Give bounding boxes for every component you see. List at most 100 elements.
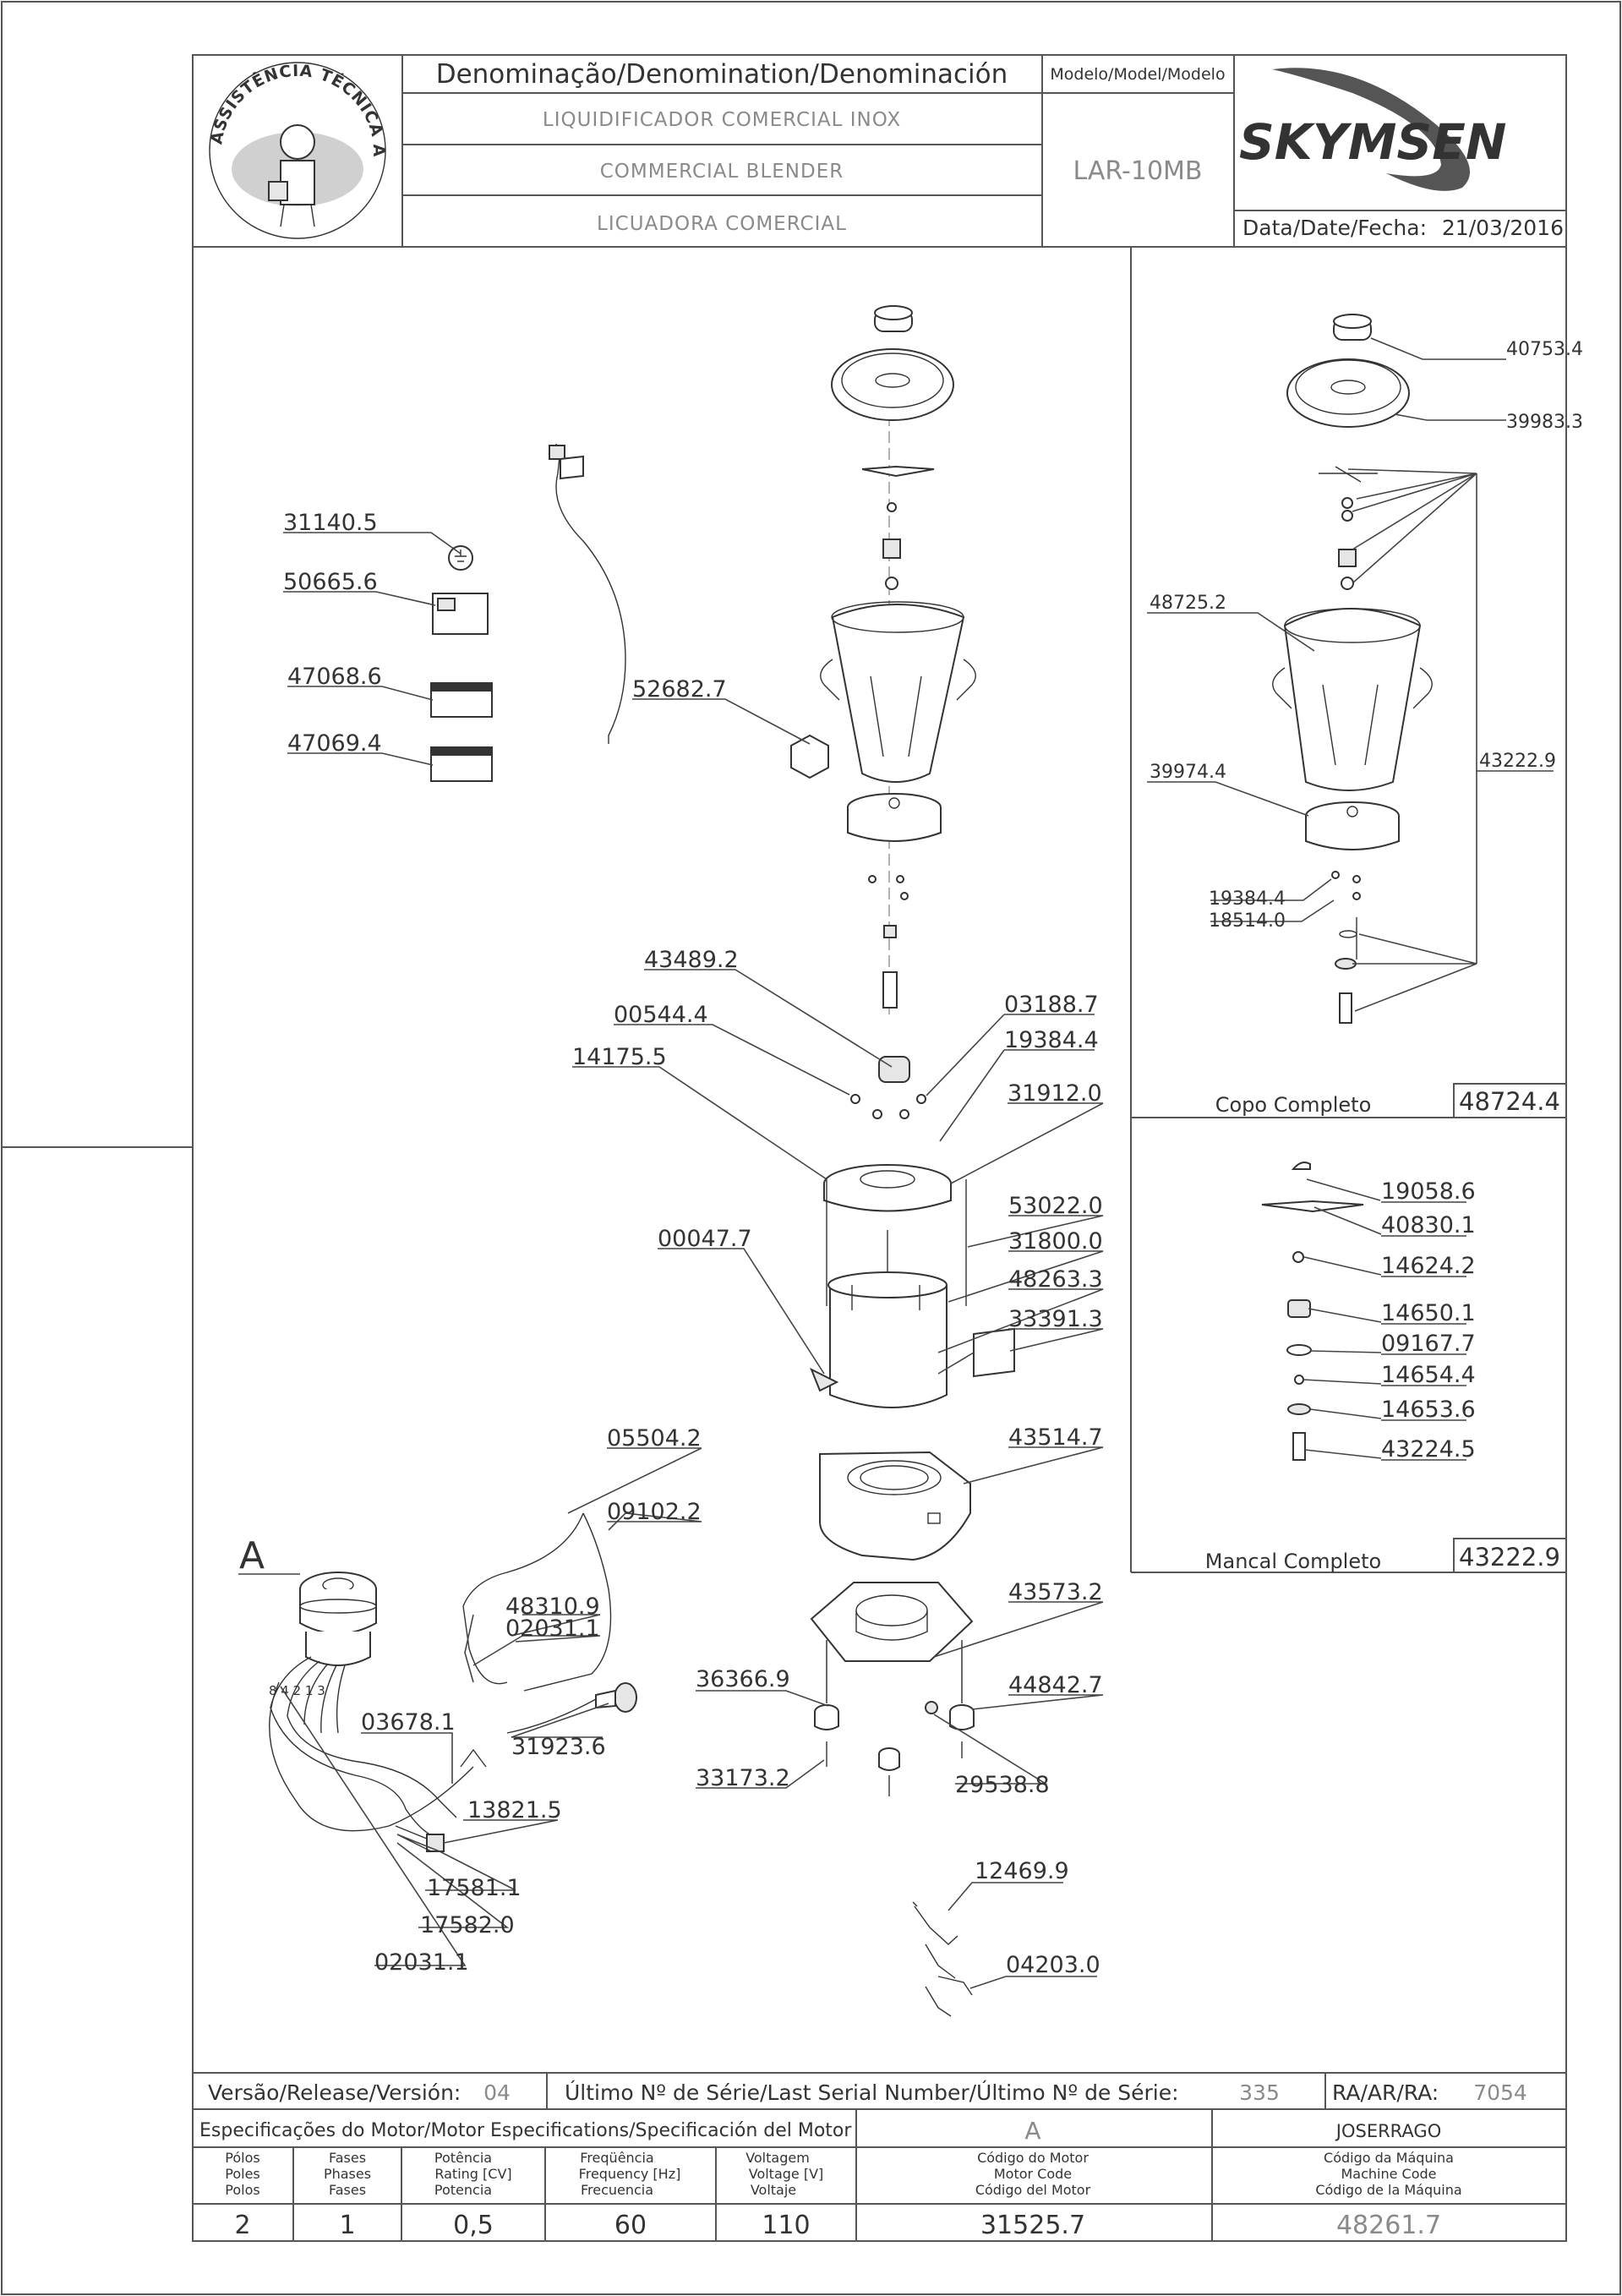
callout-48310: 48310.9 — [505, 1594, 600, 1620]
callout-31800: 31800.0 — [1008, 1228, 1103, 1255]
stamp-text: ASSISTÊNCIA TÉCNICA AUTORIZADA — [0, 0, 387, 157]
machine-code-header-en: Machine Code — [1341, 2166, 1436, 2182]
poles-header-es: Polos — [225, 2182, 259, 2198]
callout-36366: 36366.9 — [696, 1666, 790, 1692]
callout-14650: 14650.1 — [1381, 1300, 1476, 1326]
name-pt: LIQUIDIFICADOR COMERCIAL INOX — [543, 109, 901, 131]
callout-19058: 19058.6 — [1381, 1178, 1476, 1205]
callout-47069: 47069.4 — [287, 730, 382, 757]
callout-14654: 14654.4 — [1381, 1362, 1476, 1388]
freq-header-en: Frequency [Hz] — [579, 2166, 681, 2182]
callout-03188: 03188.7 — [1004, 992, 1099, 1018]
callout-17582: 17582.0 — [420, 1912, 515, 1938]
voltage-header-pt: Voltagem — [745, 2150, 810, 2166]
phases-header-pt: Fases — [329, 2150, 366, 2166]
brand-logo: SKYMSEN — [1239, 68, 1506, 191]
authorized-service-stamp: ASSISTÊNCIA TÉCNICA AUTORIZADA — [0, 0, 388, 239]
phases-header-en: Phases — [324, 2166, 371, 2182]
callout-31912: 31912.0 — [1008, 1080, 1102, 1107]
callout-44842: 44842.7 — [1008, 1672, 1103, 1698]
denomination-label: Denominação/Denomination/Denominación — [436, 59, 1008, 90]
voltage-header-en: Voltage [V] — [749, 2166, 824, 2182]
callout-13821: 13821.5 — [467, 1797, 562, 1823]
callout-03678: 03678.1 — [361, 1709, 456, 1736]
callout-05504: 05504.2 — [607, 1425, 702, 1451]
poles-header-en: Poles — [225, 2166, 260, 2182]
poles-value: 2 — [234, 2211, 250, 2240]
serial-label: Último Nº de Série/Last Serial Number/Úl… — [565, 2080, 1179, 2105]
callout-48725: 48725.2 — [1150, 593, 1226, 614]
callout-48263: 48263.3 — [1008, 1266, 1103, 1293]
drawing-frame — [192, 54, 1567, 2242]
footer-table: Versão/Release/Versión: 04 Último Nº de … — [193, 2072, 1566, 2241]
voltage-header-es: Voltaje — [751, 2182, 796, 2198]
callout-47068: 47068.6 — [287, 664, 382, 690]
title-block: ASSISTÊNCIA TÉCNICA AUTORIZADA Denominaç… — [0, 0, 1566, 248]
callout-02031-a: 02031.1 — [505, 1615, 600, 1642]
copo-completo-panel: Copo Completo 48724.4 40 — [1130, 247, 1583, 1572]
motor-code-value: 31525.7 — [980, 2211, 1085, 2240]
mancal-title: Mancal Completo — [1205, 1550, 1381, 1573]
callout-04203: 04203.0 — [1006, 1952, 1100, 1978]
callout-43573: 43573.2 — [1008, 1579, 1103, 1605]
name-es: LICUADORA COMERCIAL — [597, 213, 847, 235]
svg-text:ASSISTÊNCIA TÉCNICA AUTORIZADA: ASSISTÊNCIA TÉCNICA AUTORIZADA — [0, 0, 388, 157]
power-header-pt: Potência — [434, 2150, 492, 2166]
callout-29538: 29538.8 — [955, 1772, 1050, 1798]
name-en: COMMERCIAL BLENDER — [600, 161, 844, 183]
power-header-es: Potencia — [434, 2182, 492, 2198]
callout-33173: 33173.2 — [696, 1765, 790, 1791]
callout-52682: 52682.7 — [632, 676, 727, 702]
copo-title: Copo Completo — [1215, 1093, 1372, 1117]
date-label: Data/Date/Fecha: — [1242, 216, 1427, 240]
serial-value: 335 — [1239, 2080, 1280, 2105]
motor-spec-label: Especificações do Motor/Motor Especifica… — [199, 2120, 852, 2141]
callout-19384-copo: 19384.4 — [1209, 888, 1286, 910]
version-value: 04 — [483, 2080, 511, 2105]
callout-39974: 39974.4 — [1150, 762, 1226, 783]
callout-14175: 14175.5 — [572, 1044, 667, 1070]
phases-header-es: Fases — [329, 2182, 366, 2198]
power-value: 0,5 — [453, 2211, 494, 2240]
callout-14653: 14653.6 — [1381, 1397, 1476, 1423]
power-header-en: Rating [CV] — [434, 2166, 511, 2182]
machine-code-value: 48261.7 — [1336, 2211, 1441, 2240]
brand-name: SKYMSEN — [1239, 113, 1506, 171]
motor-code-header-es: Código del Motor — [975, 2182, 1091, 2198]
wire-numbers: 8 4 2 1 3 — [269, 1683, 325, 1698]
callout-00047: 00047.7 — [658, 1226, 752, 1252]
callout-39983: 39983.3 — [1506, 412, 1583, 433]
callout-14624: 14624.2 — [1381, 1253, 1476, 1279]
frequency-value: 60 — [614, 2211, 647, 2240]
callout-31923: 31923.6 — [511, 1734, 606, 1760]
callout-12469: 12469.9 — [975, 1858, 1069, 1884]
machine-code-header-pt: Código da Máquina — [1324, 2150, 1454, 2166]
machine-code-header-es: Código de la Máquina — [1315, 2182, 1461, 2198]
callout-17581: 17581.1 — [427, 1875, 522, 1901]
model-label: Modelo/Model/Modelo — [1050, 65, 1225, 84]
main-exploded-view: A 8 4 2 1 3 — [238, 305, 1104, 2017]
callout-43224: 43224.5 — [1381, 1436, 1476, 1462]
callout-00544: 00544.4 — [614, 1002, 708, 1028]
phases-value: 1 — [339, 2211, 355, 2240]
callout-43514: 43514.7 — [1008, 1424, 1103, 1451]
version-label: Versão/Release/Versión: — [208, 2080, 461, 2105]
callout-09102: 09102.2 — [607, 1499, 702, 1525]
callout-18514: 18514.0 — [1209, 910, 1286, 932]
callout-40753: 40753.4 — [1506, 339, 1583, 360]
mancal-completo-panel: Mancal Completo 43222.9 19058.6 40830.1 … — [1131, 1162, 1567, 1573]
model-value: LAR-10MB — [1073, 156, 1202, 186]
mancal-code: 43222.9 — [1459, 1543, 1560, 1572]
date-value: 21/03/2016 — [1442, 216, 1564, 240]
freq-header-pt: Freqüência — [580, 2150, 653, 2166]
callout-53022: 53022.0 — [1008, 1193, 1103, 1219]
voltage-value: 110 — [762, 2211, 810, 2240]
motor-code-header-en: Motor Code — [994, 2166, 1072, 2182]
ra-value: 7054 — [1473, 2080, 1527, 2105]
ra-label: RA/AR/RA: — [1332, 2080, 1439, 2105]
poles-header-pt: Pólos — [225, 2150, 259, 2166]
freq-header-es: Frecuencia — [581, 2182, 653, 2198]
copo-code: 48724.4 — [1459, 1087, 1560, 1116]
